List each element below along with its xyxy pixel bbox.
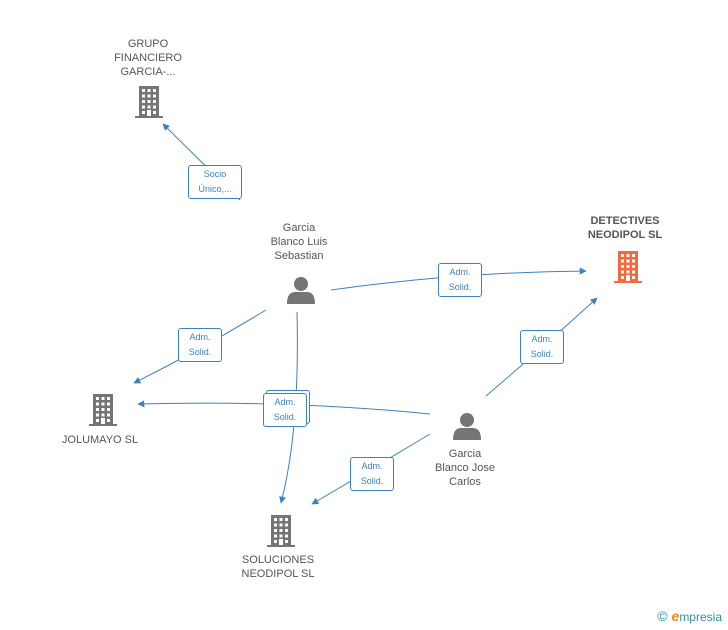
grupo-node-label[interactable]: GRUPO FINANCIERO GARCIA-... xyxy=(114,38,182,78)
edge-label-line: Adm. xyxy=(189,332,211,342)
jose-node-label[interactable]: Garcia Blanco Jose Carlos xyxy=(435,448,495,488)
soluciones-node-label[interactable]: SOLUCIONES NEODIPOL SL xyxy=(241,554,315,580)
brand-name: mpresia xyxy=(679,610,722,624)
edge-label-line: Solid. xyxy=(360,476,384,486)
edge-label-line: Solid. xyxy=(188,347,212,357)
edge-label-line: Solid. xyxy=(273,412,297,422)
edge-label-jose-to-jolumayo[interactable]: Adm. Solid. xyxy=(263,393,307,427)
edge-label-line: Solid. xyxy=(448,282,472,292)
edge-label-luis-to-jolumayo[interactable]: Adm. Solid. xyxy=(178,328,222,362)
edge-label-jose-to-soluciones[interactable]: Adm. Solid. xyxy=(350,457,394,491)
empresia-logo[interactable]: ©empresia xyxy=(657,608,722,624)
edge-label-line: Adm. xyxy=(531,334,553,344)
edge-label-jose-to-detectives[interactable]: Adm. Solid. xyxy=(520,330,564,364)
edge-label-line: Adm. xyxy=(361,461,383,471)
edge-label-line: Único,... xyxy=(198,184,232,194)
edge-label-luis-to-detectives[interactable]: Adm. Solid. xyxy=(438,263,482,297)
copyright-symbol: © xyxy=(657,608,668,624)
soluciones-building-icon[interactable] xyxy=(267,515,295,547)
detectives-building-icon[interactable] xyxy=(614,251,642,283)
edge-label-line: Adm. xyxy=(449,267,471,277)
luis-person-icon[interactable] xyxy=(287,277,315,304)
luis-node-label[interactable]: Garcia Blanco Luis Sebastian xyxy=(270,222,328,262)
jolumayo-node-label[interactable]: JOLUMAYO SL xyxy=(61,434,139,446)
edge-label-line: Socio xyxy=(203,169,227,179)
edge-label-line: Adm. xyxy=(274,397,296,407)
jolumayo-building-icon[interactable] xyxy=(89,394,117,426)
detectives-node-label[interactable]: DETECTIVES NEODIPOL SL xyxy=(587,215,663,241)
jose-person-icon[interactable] xyxy=(453,413,481,440)
grupo-building-icon[interactable] xyxy=(135,86,163,118)
brand-first-letter: e xyxy=(671,608,680,624)
edge-label-line: Solid. xyxy=(530,349,554,359)
